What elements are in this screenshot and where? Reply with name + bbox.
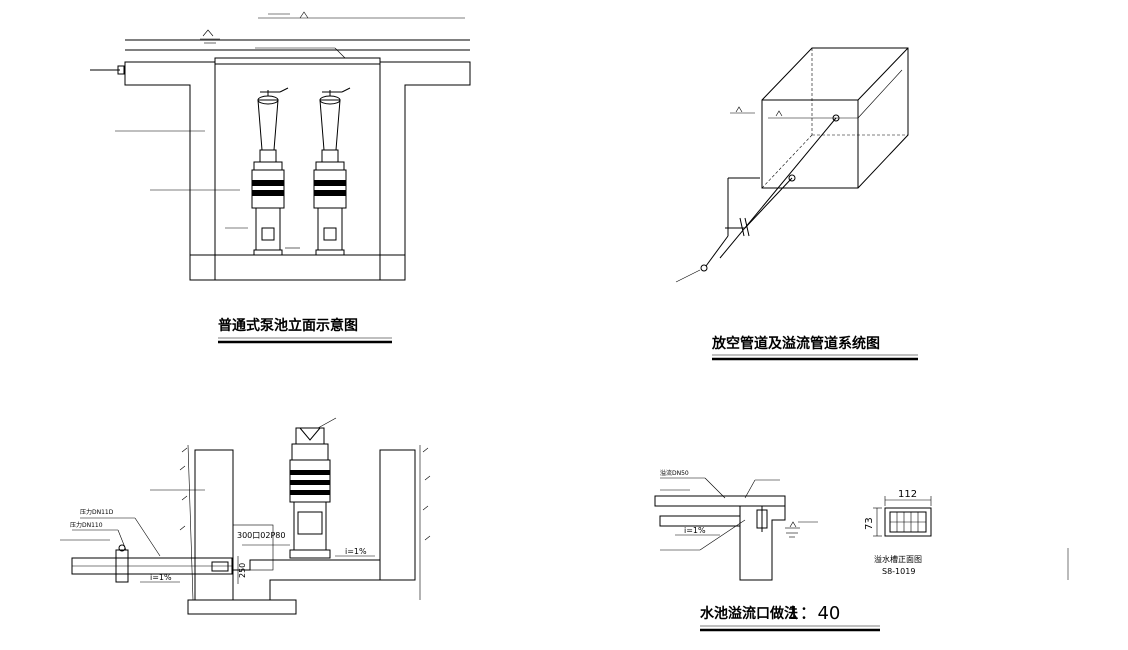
- drain-system-title: 放空管道及溢流管道系统图: [711, 335, 880, 352]
- dim-width: 112: [898, 489, 917, 500]
- detail-title: 溢水槽正面图: [874, 554, 922, 564]
- overflow-slope: i=1%: [684, 526, 706, 535]
- overflow-detail: 溢流DN50 i=1% 112 73 溢水槽正面图 S8-1019 水池溢流口做…: [654, 469, 932, 632]
- dim-height: 73: [864, 517, 875, 530]
- drain-overflow-system: 放空管道及溢流管道系统图: [675, 47, 918, 361]
- pipe-label-300: 300口02P80: [237, 531, 285, 540]
- overflow-pipe-label: 溢流DN50: [660, 469, 689, 477]
- overflow-front-view: 112 73 溢水槽正面图 S8-1019: [864, 489, 932, 576]
- pipe-label-2: 压力DN110: [70, 521, 103, 529]
- dim-250: 250: [238, 563, 247, 578]
- pit-pump: [289, 417, 337, 559]
- pump-pool-elevation: 普通式泵池立面示意图: [90, 11, 471, 344]
- overflow-title: 水池溢流口做法: [700, 605, 798, 622]
- slope-label-1: i=1%: [150, 573, 172, 582]
- pipe-label-1: 压力DN11D: [80, 508, 114, 516]
- pump-pool-title: 普通式泵池立面示意图: [218, 317, 358, 334]
- overflow-scale: 1：40: [788, 603, 840, 624]
- detail-ref: S8-1019: [882, 567, 915, 576]
- pump-2: [313, 87, 351, 256]
- pump-pit-section: 压力DN11D 压力DN110 300口02P80 250 i=1% i=1%: [60, 417, 431, 615]
- slope-label-2: i=1%: [345, 547, 367, 556]
- pump-1: [251, 87, 289, 256]
